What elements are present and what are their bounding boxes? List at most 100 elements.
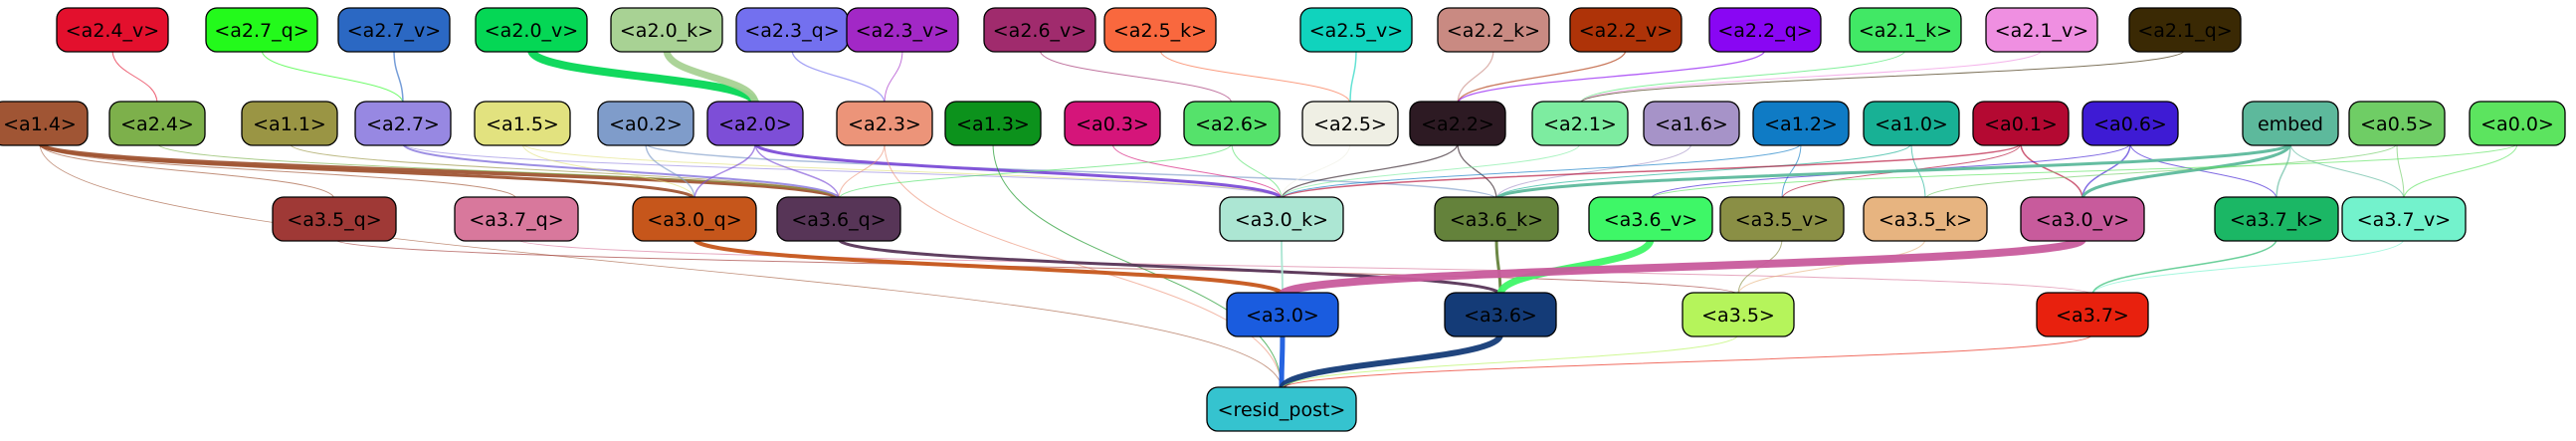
node-a3-6-q[interactable]: <a3.6_q> bbox=[776, 196, 901, 242]
node-label: <a2.0> bbox=[718, 113, 792, 135]
node-a2-0-k[interactable]: <a2.0_k> bbox=[610, 7, 723, 53]
edge-a0_3-to-a3_0_k bbox=[1111, 142, 1283, 200]
node-a2-2-v[interactable]: <a2.2_v> bbox=[1569, 7, 1683, 53]
edges-layer bbox=[38, 48, 2518, 391]
node-a3-7[interactable]: <a3.7> bbox=[2036, 292, 2149, 337]
node-a3-0-k[interactable]: <a3.0_k> bbox=[1219, 196, 1344, 242]
node-a1-3[interactable]: <a1.3> bbox=[944, 101, 1042, 146]
node-a2-3-v[interactable]: <a2.3_v> bbox=[846, 7, 959, 53]
node-a3-5-k[interactable]: <a3.5_k> bbox=[1863, 196, 1988, 242]
edge-a2_5-to-a3_0_k bbox=[1281, 142, 1351, 200]
edge-a2_7_v-to-a2_7 bbox=[393, 49, 404, 105]
node-label: <a1.5> bbox=[486, 113, 559, 135]
node-label: <a2.4_v> bbox=[66, 20, 159, 42]
node-label: <a0.3> bbox=[1076, 113, 1149, 135]
node-a2-7-q[interactable]: <a2.7_q> bbox=[205, 7, 318, 53]
node-a3-7-q[interactable]: <a3.7_q> bbox=[454, 196, 579, 242]
edge-a1_5-to-a3_0_q bbox=[521, 142, 695, 200]
node-a1-4[interactable]: <a1.4> bbox=[0, 101, 89, 146]
node-a2-6[interactable]: <a2.6> bbox=[1183, 101, 1281, 146]
node-label: <a2.4> bbox=[120, 113, 194, 135]
edge-a1_5-to-a3_0_k bbox=[521, 142, 1283, 200]
node-a2-0[interactable]: <a2.0> bbox=[706, 101, 804, 146]
node-a3-7-v[interactable]: <a3.7_v> bbox=[2341, 196, 2467, 242]
node-box bbox=[1569, 7, 1683, 53]
node-a3-5-v[interactable]: <a3.5_v> bbox=[1719, 196, 1845, 242]
node-label: <a2.5_k> bbox=[1113, 20, 1207, 42]
node-a1-1[interactable]: <a1.1> bbox=[241, 101, 338, 146]
node-a1-2[interactable]: <a1.2> bbox=[1752, 101, 1850, 146]
edge-a0_2-to-a3_0_q bbox=[645, 142, 695, 200]
node-a3-0[interactable]: <a3.0> bbox=[1226, 292, 1339, 337]
node-a2-1-k[interactable]: <a2.1_k> bbox=[1849, 7, 1962, 53]
edge-a2_0-to-a3_0_q bbox=[694, 142, 756, 200]
node-a2-3-q[interactable]: <a2.3_q> bbox=[735, 7, 849, 53]
edge-a2_0-to-a3_0_k bbox=[753, 141, 1284, 201]
node-label: <a1.3> bbox=[956, 113, 1030, 135]
node-a2-1-v[interactable]: <a2.1_v> bbox=[1985, 7, 2098, 53]
node-a3-6-k[interactable]: <a3.6_k> bbox=[1434, 196, 1559, 242]
node-a0-6[interactable]: <a0.6> bbox=[2081, 101, 2179, 146]
node-a2-2[interactable]: <a2.2> bbox=[1409, 101, 1506, 146]
node-a3-6[interactable]: <a3.6> bbox=[1444, 292, 1557, 337]
edge-a2_3-to-resid_post bbox=[884, 142, 1283, 390]
node-a2-5[interactable]: <a2.5> bbox=[1301, 101, 1399, 146]
node-a3-5[interactable]: <a3.5> bbox=[1682, 292, 1795, 337]
node-a2-4-v[interactable]: <a2.4_v> bbox=[56, 7, 169, 53]
node-box bbox=[597, 101, 694, 146]
node-a1-5[interactable]: <a1.5> bbox=[474, 101, 571, 146]
node-a2-1-q[interactable]: <a2.1_q> bbox=[2128, 7, 2242, 53]
node-a1-0[interactable]: <a1.0> bbox=[1863, 101, 1960, 146]
node-a3-0-q[interactable]: <a3.0_q> bbox=[632, 196, 757, 242]
node-a0-1[interactable]: <a0.1> bbox=[1972, 101, 2070, 146]
edge-a1_1-to-a3_6_q bbox=[289, 142, 840, 200]
node-a2-7[interactable]: <a2.7> bbox=[354, 101, 452, 146]
node-a2-5-v[interactable]: <a2.5_v> bbox=[1299, 7, 1413, 53]
node-embed[interactable]: embed bbox=[2242, 101, 2339, 146]
edge-a0_0-to-a3_6_v bbox=[1650, 142, 2518, 200]
node-label: <a3.5_q> bbox=[287, 209, 381, 231]
node-box bbox=[1206, 386, 1357, 432]
node-box bbox=[2081, 101, 2179, 146]
node-a2-2-k[interactable]: <a2.2_k> bbox=[1437, 7, 1550, 53]
node-label: <a2.3_v> bbox=[856, 20, 949, 42]
edge-a2_7-to-a3_6_q bbox=[402, 142, 840, 200]
node-a2-7-v[interactable]: <a2.7_v> bbox=[337, 7, 451, 53]
edge-a2_7-to-a3_0_k bbox=[402, 142, 1283, 200]
node-resid-post[interactable]: <resid_post> bbox=[1206, 386, 1357, 432]
node-a2-2-q[interactable]: <a2.2_q> bbox=[1708, 7, 1822, 53]
node-box bbox=[2128, 7, 2242, 53]
edge-a0_1-to-a3_0_v bbox=[2020, 142, 2083, 200]
node-a2-1[interactable]: <a2.1> bbox=[1531, 101, 1629, 146]
node-box bbox=[1444, 292, 1557, 337]
node-a0-2[interactable]: <a0.2> bbox=[597, 101, 694, 146]
node-a2-4[interactable]: <a2.4> bbox=[108, 101, 206, 146]
node-a2-5-k[interactable]: <a2.5_k> bbox=[1103, 7, 1217, 53]
edge-a2_2_q-to-a2_2 bbox=[1457, 49, 1766, 105]
node-a3-5-q[interactable]: <a3.5_q> bbox=[272, 196, 397, 242]
node-box bbox=[2214, 196, 2339, 242]
node-a3-7-k[interactable]: <a3.7_k> bbox=[2214, 196, 2339, 242]
node-a2-0-v[interactable]: <a2.0_v> bbox=[475, 7, 588, 53]
node-label: <a3.7> bbox=[2056, 305, 2129, 327]
node-label: <a0.0> bbox=[2480, 113, 2554, 135]
node-label: <a2.1_q> bbox=[2137, 20, 2232, 42]
node-a2-3[interactable]: <a2.3> bbox=[836, 101, 933, 146]
node-a3-0-v[interactable]: <a3.0_v> bbox=[2020, 196, 2145, 242]
edge-a2_1_q-to-a2_1 bbox=[1579, 49, 2186, 105]
node-box bbox=[2348, 101, 2446, 146]
node-a0-5[interactable]: <a0.5> bbox=[2348, 101, 2446, 146]
edge-a2_1-to-a3_0_k bbox=[1281, 142, 1581, 200]
edge-embed-to-a3_0_v bbox=[2081, 142, 2292, 200]
edge-embed-to-a3_6_k bbox=[1494, 141, 2292, 201]
node-a0-3[interactable]: <a0.3> bbox=[1064, 101, 1161, 146]
edge-a0_1-to-a3_0_k bbox=[1281, 142, 2022, 200]
node-box bbox=[205, 7, 318, 53]
node-label: <a2.5_v> bbox=[1309, 20, 1403, 42]
node-a1-6[interactable]: <a1.6> bbox=[1643, 101, 1740, 146]
node-box bbox=[983, 7, 1096, 53]
node-a2-6-v[interactable]: <a2.6_v> bbox=[983, 7, 1096, 53]
node-a3-6-v[interactable]: <a3.6_v> bbox=[1588, 196, 1713, 242]
node-a0-0[interactable]: <a0.0> bbox=[2469, 101, 2566, 146]
node-label: <a2.7_q> bbox=[214, 20, 308, 42]
